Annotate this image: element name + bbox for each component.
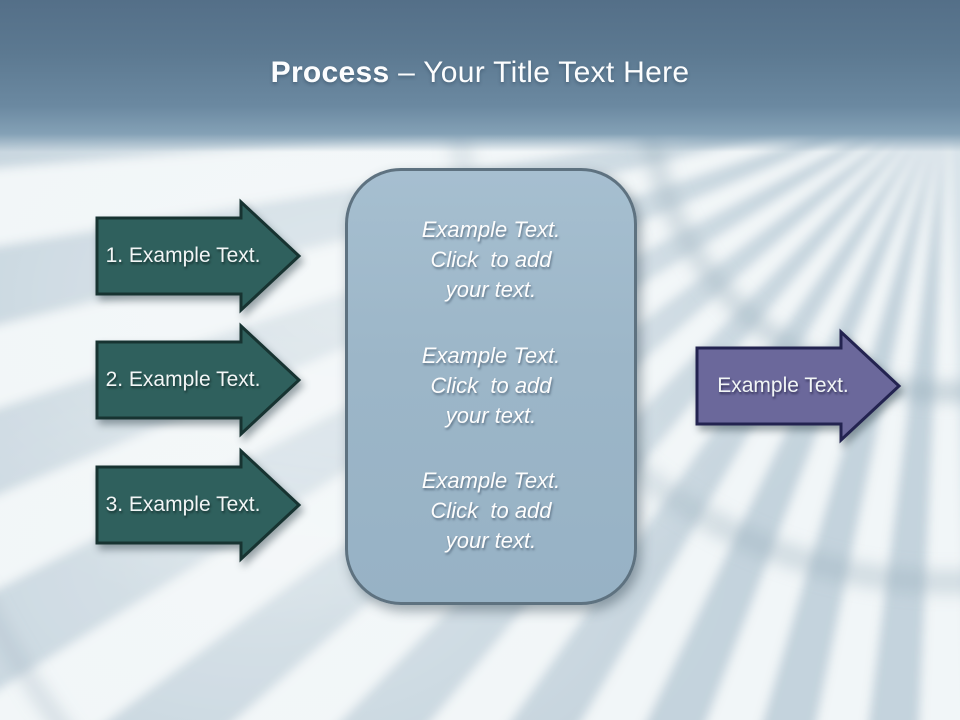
text-line: Click to add	[430, 372, 552, 398]
arrow-right-shape	[95, 198, 302, 314]
arrow-right-shape	[95, 447, 302, 563]
arrow-right-shape	[95, 322, 302, 438]
text-line: Example Text.	[421, 468, 561, 493]
process-arrow-1[interactable]: 1. Example Text.	[94, 198, 304, 314]
text-line: Example Text.	[421, 342, 561, 368]
content-text-box[interactable]: Example Text. Click to add your text. Ex…	[345, 168, 637, 605]
slide-title-keyword: Process	[270, 56, 390, 89]
process-arrow-2-label: 2. Example Text.	[105, 368, 261, 391]
text-line: Click to add	[430, 247, 552, 272]
text-line: Example Text.	[421, 217, 561, 242]
text-line: your text.	[445, 402, 537, 428]
process-arrow-3[interactable]: 3. Example Text.	[94, 447, 304, 563]
text-block-2[interactable]: Example Text. Click to add your text.	[358, 341, 624, 431]
text-line: Click to add	[430, 498, 552, 523]
arrow-right-shape	[695, 328, 902, 444]
process-arrow-3-label: 3. Example Text.	[105, 493, 261, 516]
result-arrow[interactable]: Example Text.	[694, 328, 904, 444]
slide-title-rest: – Your Title Text Here	[389, 56, 690, 89]
text-line: your text.	[445, 277, 537, 302]
process-arrow-1-label: 1. Example Text.	[105, 244, 261, 267]
text-line: your text.	[445, 528, 537, 553]
slide-title[interactable]: Process – Your Title Text Here	[0, 56, 960, 90]
text-block-3[interactable]: Example Text. Click to add your text.	[358, 466, 624, 556]
title-band	[0, 0, 960, 152]
text-block-1[interactable]: Example Text. Click to add your text.	[358, 215, 624, 305]
result-arrow-label: Example Text.	[717, 374, 849, 397]
process-arrow-2[interactable]: 2. Example Text.	[94, 322, 304, 438]
